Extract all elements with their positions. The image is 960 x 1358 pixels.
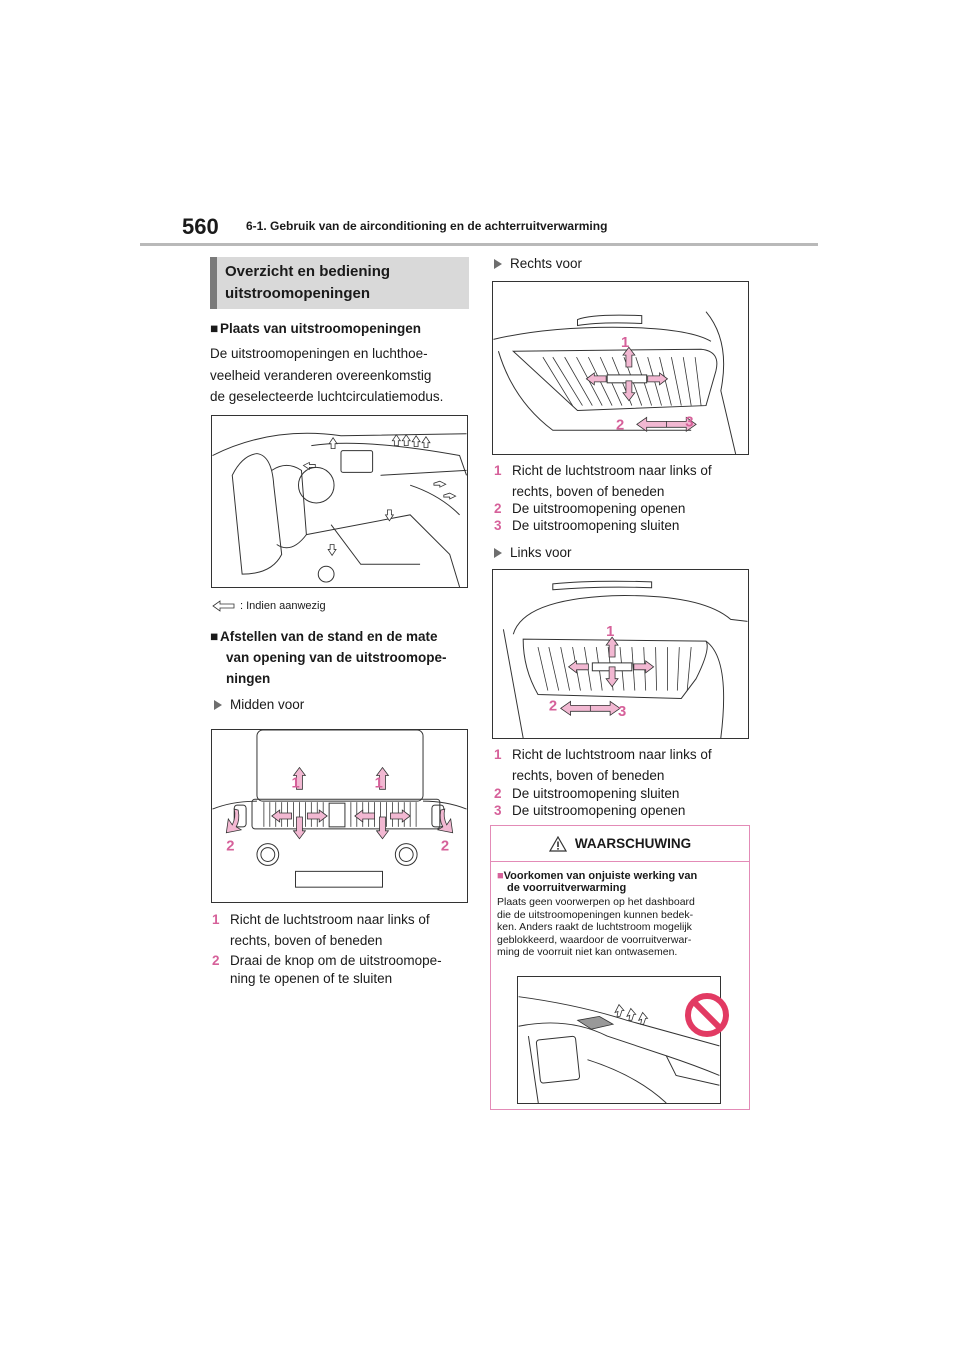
step-text: ning te openen of te sluiten — [230, 971, 393, 986]
step-text: rechts, boven of beneden — [512, 484, 665, 499]
left-instruction-1: 1 Richt de luchtstroom naar links of rec… — [494, 744, 744, 786]
warning-subheading: ■Voorkomen van onjuiste werking van de v… — [497, 870, 747, 894]
step-text: De uitstroomopening sluiten — [512, 518, 680, 533]
adjust-heading: ■Afstellen van de stand en de mate van o… — [210, 626, 447, 689]
right-front-label: Rechts voor — [494, 256, 582, 271]
triangle-bullet-icon — [214, 700, 222, 710]
adjust-heading-text: ningen — [226, 671, 271, 686]
cabin-vents-figure — [211, 415, 468, 588]
step-text: Richt de luchtstroom naar links of — [512, 747, 712, 762]
prohibited-icon — [685, 993, 729, 1037]
callout-2: 2 — [226, 839, 234, 855]
callout-3: 3 — [685, 414, 693, 430]
step-text: De uitstroomopening openen — [512, 501, 686, 516]
right-vent-figure: 1 2 3 — [492, 281, 749, 455]
triangle-bullet-icon — [494, 548, 502, 558]
step-text: Richt de luchtstroom naar links of — [230, 912, 430, 927]
placement-paragraph: De uitstroomopeningen en luchthoe- veelh… — [210, 343, 443, 408]
right-vent-illustration: 1 2 3 — [493, 311, 737, 454]
warning-header: WAARSCHUWING — [491, 826, 749, 862]
center-vents-illustration: 1 1 2 2 — [212, 730, 467, 888]
callout-1: 1 — [606, 624, 614, 640]
step-number: 2 — [494, 786, 502, 801]
paragraph-line: De uitstroomopeningen en luchthoe- — [210, 346, 428, 361]
step-number: 1 — [494, 747, 502, 762]
step-text: rechts, boven of beneden — [512, 768, 665, 783]
adjust-heading-text: Afstellen van de stand en de mate — [220, 629, 438, 644]
left-vent-figure: 1 2 3 — [492, 569, 749, 739]
bullet-square-icon: ■ — [210, 629, 219, 644]
bullet-square-icon: ■ — [497, 870, 504, 882]
step-number: 3 — [494, 518, 502, 533]
header-divider — [140, 243, 818, 246]
triangle-bullet-icon — [494, 259, 502, 269]
warning-text-line: ken. Anders raakt de luchtstroom mogelij… — [497, 921, 692, 933]
step-text: rechts, boven of beneden — [230, 933, 383, 948]
warning-figure — [517, 976, 721, 1104]
right-front-label-text: Rechts voor — [510, 256, 583, 271]
center-front-label: Midden voor — [214, 697, 304, 712]
optional-arrow-icon — [212, 600, 235, 612]
step-number: 2 — [494, 501, 502, 516]
left-instruction-2: 2 De uitstroomopening sluiten — [494, 785, 744, 802]
warning-text-line: ming de voorruit niet kan ontwasemen. — [497, 946, 678, 958]
step-text: De uitstroomopening sluiten — [512, 786, 680, 801]
placement-heading-text: Plaats van uitstroomopeningen — [220, 321, 422, 336]
warning-text-line: geblokkeerd, waardoor de voorruitverwar- — [497, 933, 692, 946]
step-text: Draai de knop om de uitstroomope- — [230, 953, 442, 968]
left-front-label-text: Links voor — [510, 545, 572, 560]
warning-title: WAARSCHUWING — [574, 836, 692, 851]
callout-1: 1 — [621, 335, 629, 351]
warning-box: WAARSCHUWING ■Voorkomen van onjuiste wer… — [490, 825, 750, 1110]
step-number: 1 — [212, 912, 220, 927]
section-title-line: Overzicht en bediening — [225, 263, 391, 280]
right-instruction-1: 1 Richt de luchtstroom naar links of rec… — [494, 460, 744, 502]
callout-1: 1 — [375, 775, 383, 791]
callout-2: 2 — [616, 417, 624, 433]
legend: : Indien aanwezig — [212, 600, 326, 612]
cabin-interior-illustration — [212, 432, 467, 587]
warning-text-line: Plaats geen voorwerpen op het dashboard — [497, 896, 695, 908]
step-text: Richt de luchtstroom naar links of — [512, 463, 712, 478]
dashboard-object-illustration — [518, 996, 720, 1103]
bullet-square-icon: ■ — [210, 321, 219, 336]
left-instruction-3: 3 De uitstroomopening openen — [494, 802, 744, 819]
callout-2: 2 — [441, 839, 449, 855]
center-front-label-text: Midden voor — [230, 697, 305, 712]
paragraph-line: de geselecteerde luchtcirculatiemodus. — [210, 389, 444, 404]
left-vent-illustration: 1 2 3 — [502, 580, 748, 738]
warning-text: Plaats geen voorwerpen op het dashboard … — [497, 896, 747, 959]
center-instruction-1: 1 Richt de luchtstroom naar links of rec… — [212, 909, 462, 951]
adjust-heading-text: van opening van de uitstroomope- — [226, 650, 447, 665]
page-number: 560 — [182, 214, 219, 239]
callout-2: 2 — [549, 698, 557, 714]
step-text: De uitstroomopening openen — [512, 803, 686, 818]
callout-3: 3 — [618, 704, 626, 720]
step-number: 1 — [494, 463, 502, 478]
right-instruction-2: 2 De uitstroomopening openen — [494, 500, 744, 517]
warning-triangle-icon — [548, 835, 567, 852]
section-title-line: uitstroomopeningen — [225, 285, 370, 302]
section-title-box: Overzicht en bediening uitstroomopeninge… — [210, 257, 469, 309]
legend-text: : Indien aanwezig — [240, 600, 326, 612]
warning-subheading-text: de voorruitverwarming — [507, 882, 627, 894]
right-instruction-3: 3 De uitstroomopening sluiten — [494, 517, 744, 534]
step-number: 2 — [212, 953, 220, 968]
warning-subheading-text: Voorkomen van onjuiste werking van — [503, 870, 698, 882]
center-vents-figure: 1 1 2 2 — [211, 729, 468, 903]
placement-heading: ■Plaats van uitstroomopeningen — [210, 318, 421, 339]
callout-1: 1 — [292, 775, 300, 791]
center-instruction-2: 2 Draai de knop om de uitstroomope- ning… — [212, 952, 462, 988]
warning-text-line: die de uitstroomopeningen kunnen bedek- — [497, 908, 694, 921]
paragraph-line: veelheid veranderen overeenkomstig — [210, 367, 432, 383]
left-front-label: Links voor — [494, 545, 572, 560]
step-number: 3 — [494, 803, 502, 818]
chapter-title: 6-1. Gebruik van de airconditioning en d… — [246, 219, 608, 233]
